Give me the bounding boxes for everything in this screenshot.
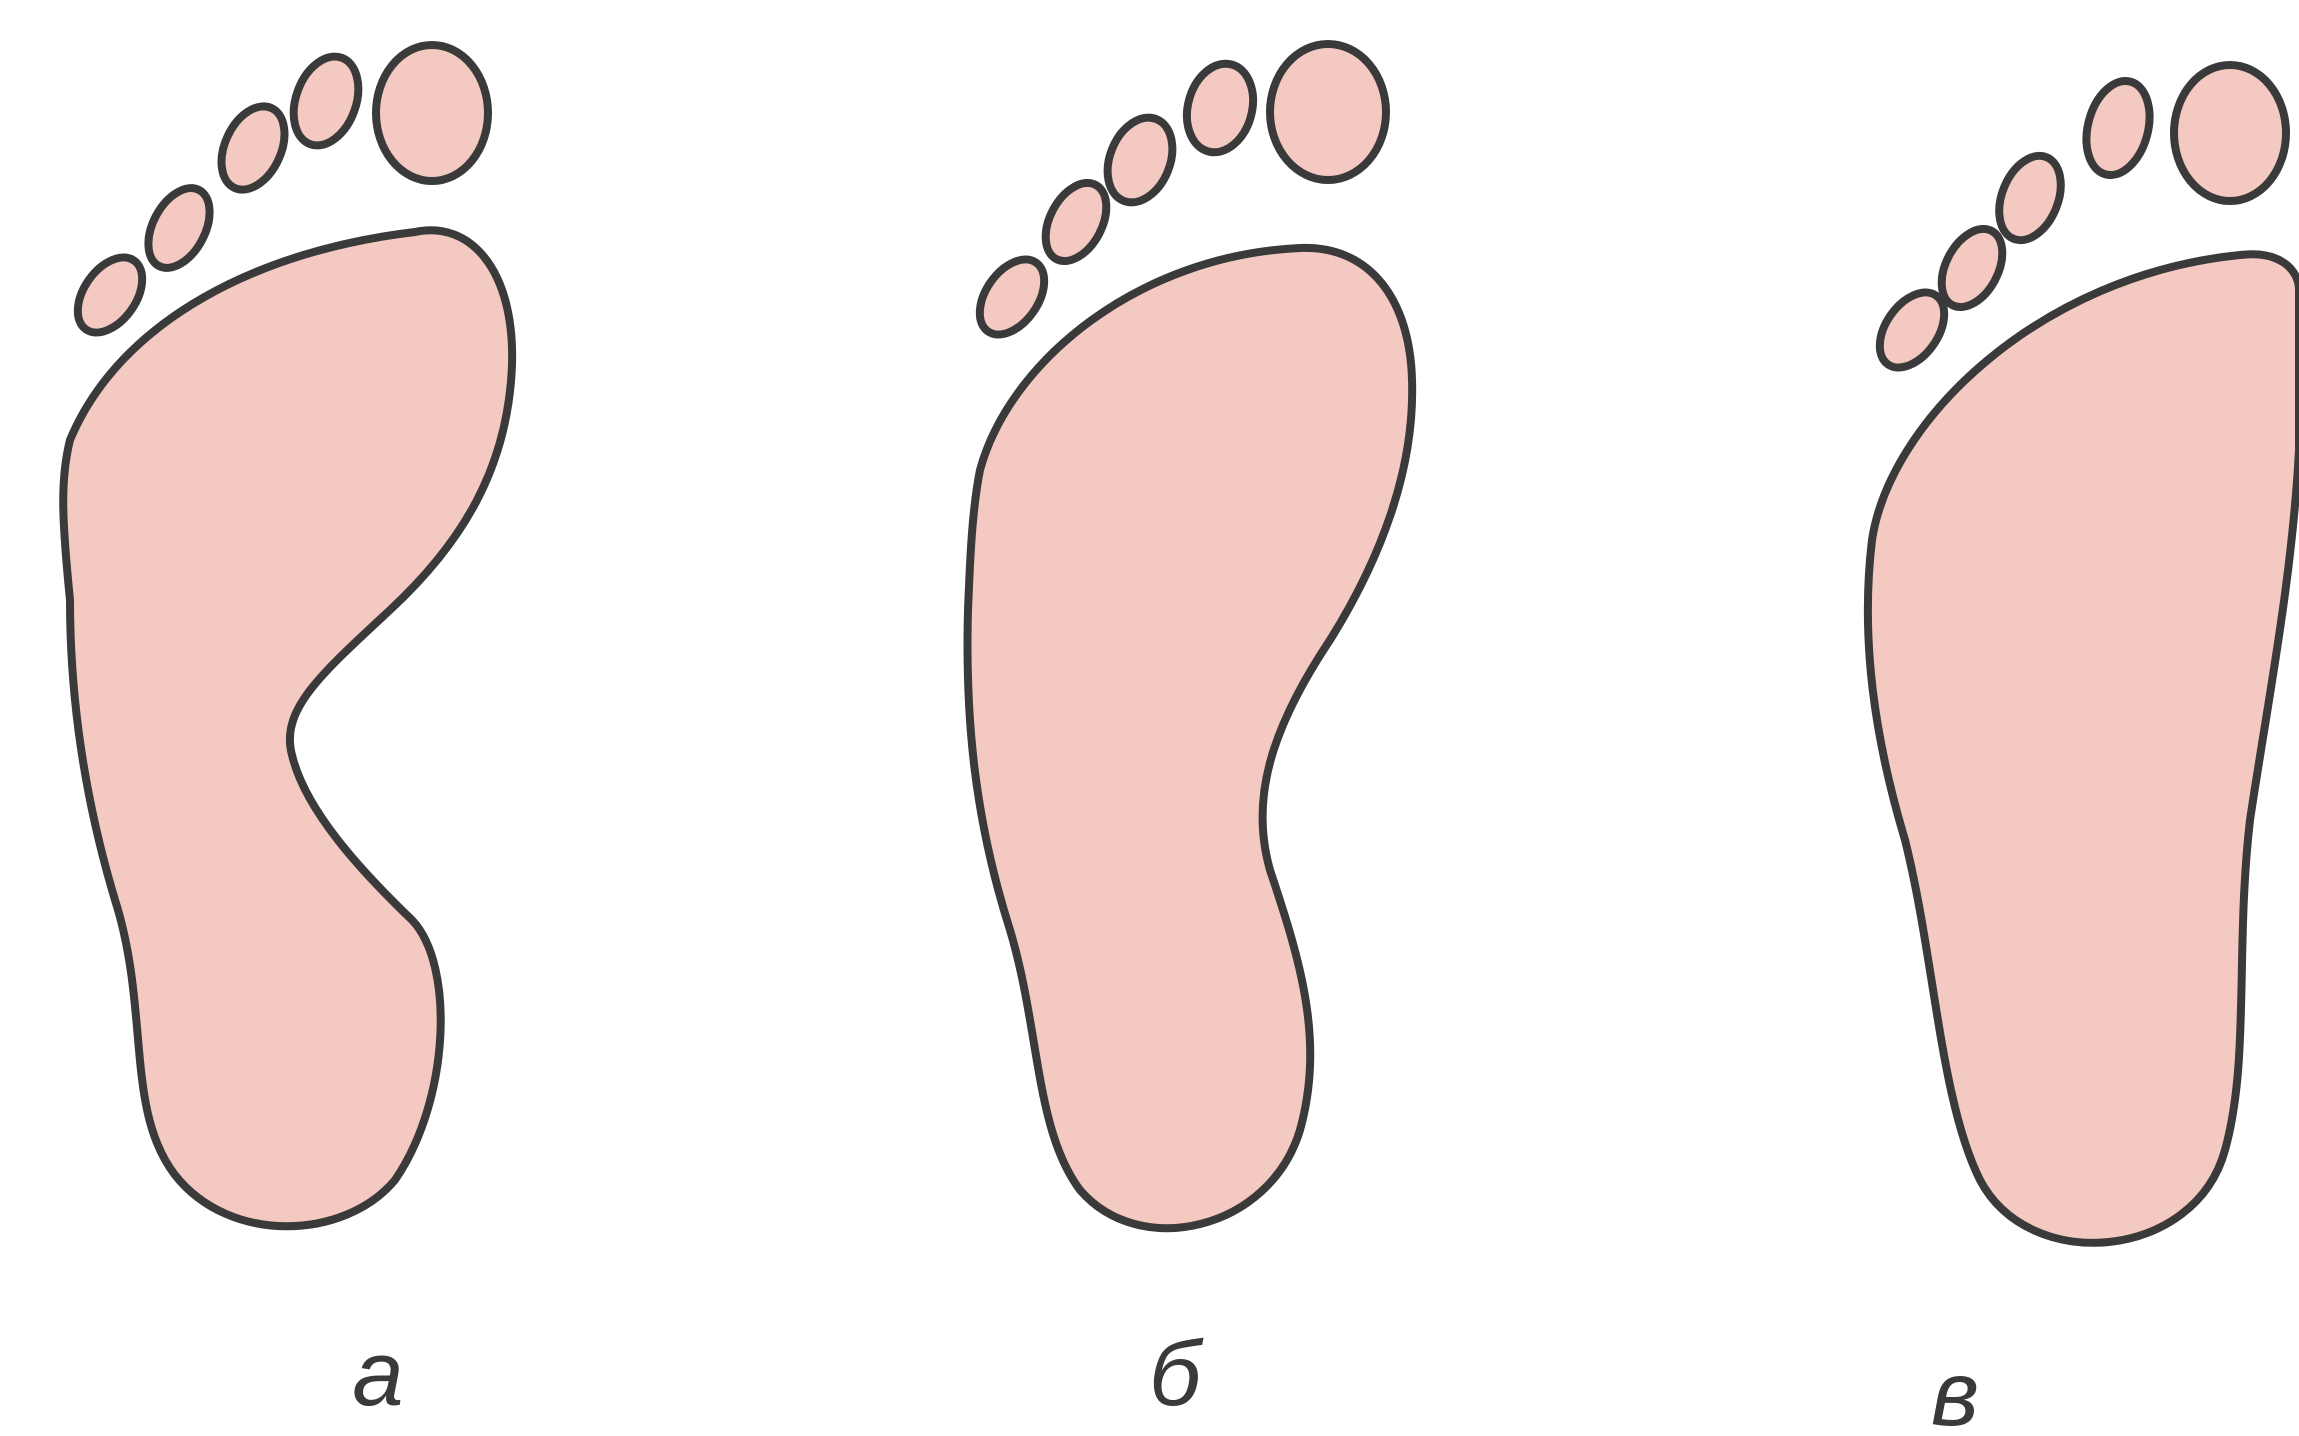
footprint-c-sole xyxy=(1868,254,2299,1243)
footprint-b xyxy=(967,44,1413,1228)
caption-c: в xyxy=(1931,1343,1979,1436)
footprint-a-sole xyxy=(63,230,512,1226)
footprint-b-sole xyxy=(967,248,1412,1228)
caption-b: б xyxy=(1149,1323,1204,1425)
footprint-c xyxy=(1867,65,2299,1243)
footprint-b-toe-big xyxy=(1270,44,1386,180)
footprint-a-toe-big xyxy=(376,45,488,181)
footprint-a-toe-2 xyxy=(282,48,370,155)
footprint-b-toe-3 xyxy=(1096,108,1185,212)
footprint-c-toe-big xyxy=(2174,65,2286,201)
caption-a: а xyxy=(352,1323,403,1425)
footprint-a-toe-3 xyxy=(209,96,297,199)
footprint-a xyxy=(63,45,512,1226)
footprint-b-toe-5 xyxy=(967,248,1058,347)
footprint-c-toe-2 xyxy=(2077,74,2160,182)
footprint-b-toe-2 xyxy=(1177,56,1262,159)
footprint-a-toe-5 xyxy=(65,246,156,345)
footprint-a-toe-4 xyxy=(136,178,222,278)
footprint-b-toe-4 xyxy=(1033,173,1118,272)
